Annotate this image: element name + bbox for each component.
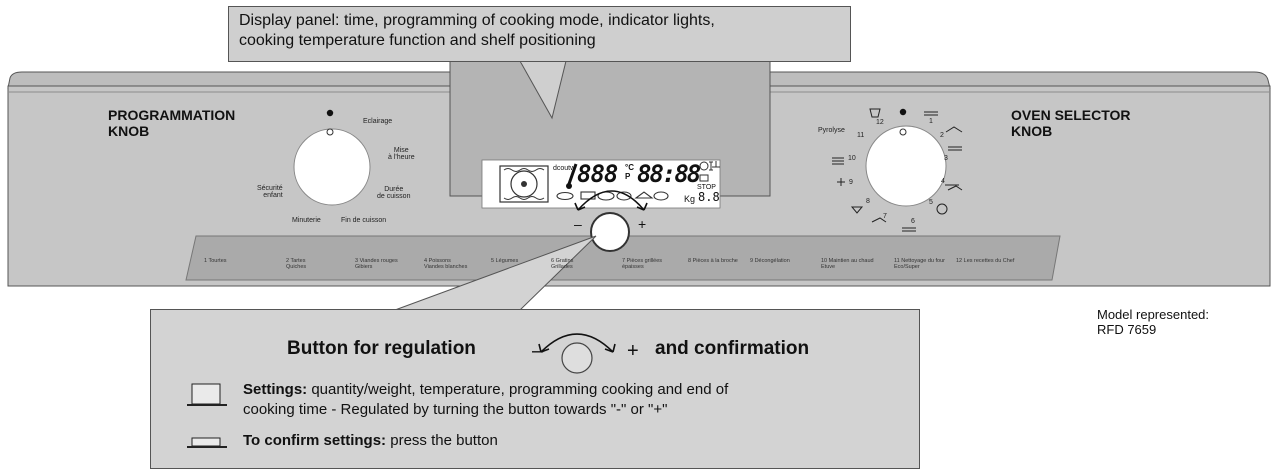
button-pressed-icon — [187, 437, 227, 448]
label-duree-line1: Durée — [384, 186, 404, 193]
programmation-title-line2: KNOB — [108, 123, 150, 139]
settings-description: Settings: quantity/weight, temperature, … — [243, 380, 913, 420]
settings-text-line1: quantity/weight, temperature, programmin… — [311, 381, 729, 398]
panel-dial-minus: – — [574, 216, 582, 232]
oven-pos-10: 10 — [848, 155, 856, 162]
model-line2: RFD 7659 — [1097, 322, 1157, 337]
regulation-dial-arc — [577, 190, 645, 211]
display-temp-unit-p: P — [625, 172, 631, 181]
label-securite-line1: Sécurité — [257, 185, 283, 192]
label-mise-line2: à l'heure — [388, 154, 415, 161]
oven-pos-1: 1 — [929, 118, 933, 125]
fan-oven-icon — [499, 165, 549, 203]
thermometer-icon — [566, 163, 578, 189]
program-1: 1 Tourtes — [204, 258, 227, 264]
oven-pos-9: 9 — [849, 179, 853, 186]
programmation-knob-indicator — [326, 128, 334, 136]
timer-icons — [699, 161, 720, 182]
display-panel-callout: Display panel: time, programming of cook… — [228, 6, 851, 62]
oven-selector-knob-indicator — [899, 128, 907, 136]
panel-dial-plus: + — [638, 216, 647, 232]
label-securite-enfant: Sécurité enfant — [257, 185, 283, 199]
program-9: 9 Décongélation — [750, 258, 790, 264]
label-mise-line1: Mise — [393, 147, 409, 154]
oven-selector-knob-top-dot — [899, 108, 907, 116]
display-weight-unit: Kg — [684, 194, 696, 204]
oven-pos-7: 7 — [883, 213, 887, 220]
oven-pos-4: 4 — [941, 178, 945, 185]
settings-text-line2: cooking time - Regulated by turning the … — [243, 401, 668, 418]
label-fin-de-cuisson: Fin de cuisson — [341, 217, 387, 224]
confirm-text: press the button — [390, 432, 498, 449]
programmation-knob[interactable] — [293, 128, 371, 206]
confirm-description: To confirm settings: press the button — [243, 431, 498, 451]
settings-bold: Settings: — [243, 381, 308, 398]
oven-selector-symbols — [832, 108, 963, 232]
label-minuterie: Minuterie — [292, 217, 321, 224]
label-duree-line2: de cuisson — [377, 193, 411, 200]
oven-selector-knob[interactable] — [865, 125, 947, 207]
dish-icons — [556, 191, 669, 201]
display-stop: STOP — [697, 184, 716, 191]
oven-selector-knob-title: OVEN SELECTOR KNOB — [1011, 107, 1131, 139]
label-duree-de-cuisson: Durée de cuisson — [377, 186, 410, 200]
regulation-plus: + — [627, 340, 639, 362]
program-12: 12 Les recettes du Chef — [956, 258, 1015, 264]
oven-pos-5: 5 — [929, 199, 933, 206]
model-represented: Model represented: RFD 7659 — [1097, 307, 1209, 337]
oven-pos-8: 8 — [866, 198, 870, 205]
program-5: 5 Légumes — [491, 258, 519, 264]
oven-pos-11: 11 — [857, 132, 865, 139]
display-callout-line2: cooking temperature function and shelf p… — [239, 32, 596, 49]
oven-pos-12: 12 — [876, 119, 884, 126]
oven-pos-2: 2 — [940, 132, 944, 139]
label-eclairage: Eclairage — [363, 118, 393, 125]
display-weight-digits: 8.8 — [698, 190, 720, 204]
confirm-bold: To confirm settings: — [243, 432, 387, 449]
oven-pos-6: 6 — [911, 218, 915, 225]
display-temp-unit-c: °C — [625, 163, 634, 172]
display-temp-unit: °C P — [625, 163, 634, 181]
button-released-icon — [187, 383, 227, 406]
programmation-knob-title: PROGRAMMATION KNOB — [108, 107, 235, 139]
regulation-title-right: and confirmation — [655, 338, 810, 359]
regulation-button-panel[interactable] — [590, 212, 630, 252]
oven-selector-title-line1: OVEN SELECTOR — [1011, 107, 1131, 123]
label-mise-a-lheure: Mise à l'heure — [388, 147, 415, 161]
programmation-title-line1: PROGRAMMATION — [108, 107, 236, 123]
regulation-dial-illustration — [538, 333, 616, 374]
display-temp-digits: 888 — [577, 160, 618, 188]
regulation-title-left: Button for regulation — [287, 338, 476, 359]
regulation-callout: Button for regulation – + and confirmati… — [150, 309, 920, 469]
program-8: 8 Pièces à la broche — [688, 258, 738, 264]
program-strip — [185, 235, 1061, 281]
regulation-minus: – — [532, 340, 544, 362]
oven-pos-3: 3 — [944, 155, 948, 162]
display-callout-line1: Display panel: time, programming of cook… — [239, 12, 715, 29]
oven-selector-title-line2: KNOB — [1011, 123, 1053, 139]
oven-pos-pyrolyse: Pyrolyse — [818, 127, 845, 134]
display-time-digits: 88:88 — [637, 160, 701, 188]
label-securite-line2: enfant — [263, 192, 283, 199]
display-small-label: dcoutw — [553, 165, 576, 172]
model-line1: Model represented: — [1097, 307, 1210, 322]
programmation-knob-top-dot — [326, 109, 334, 117]
